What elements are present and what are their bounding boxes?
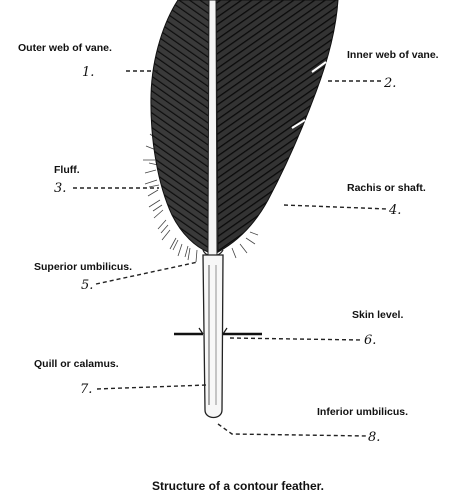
- label-5-text: Superior umbilicus.: [34, 261, 132, 273]
- label-7-text: Quill or calamus.: [34, 358, 119, 370]
- label-2-text: Inner web of vane.: [347, 49, 439, 61]
- label-1-number: 1.: [82, 65, 94, 80]
- label-5-number: 5.: [81, 278, 93, 293]
- label-6-number: 6.: [364, 333, 376, 348]
- label-3-text: Fluff.: [54, 164, 80, 176]
- label-1: Outer web of vane. 1.: [18, 42, 112, 80]
- outer-web-of-vane-illustration: [151, 0, 209, 252]
- label-1-text: Outer web of vane.: [18, 42, 112, 54]
- inner-web-of-vane-illustration: [216, 0, 338, 252]
- label-2: Inner web of vane. 2.: [347, 49, 439, 91]
- label-4-text: Rachis or shaft.: [347, 182, 426, 194]
- label-7: Quill or calamus. 7.: [34, 358, 119, 397]
- label-4-number: 4.: [388, 203, 401, 218]
- label-2-number: 2.: [383, 76, 396, 91]
- label-4: Rachis or shaft. 4.: [347, 182, 426, 218]
- quill-illustration: [203, 255, 223, 418]
- label-8-text: Inferior umbilicus.: [317, 406, 408, 418]
- label-8: Inferior umbilicus. 8.: [317, 406, 408, 445]
- label-6: Skin level. 6.: [352, 309, 403, 348]
- label-3: Fluff. 3.: [54, 164, 80, 196]
- label-3-number: 3.: [54, 181, 66, 196]
- figure-caption: Structure of a contour feather.: [152, 479, 324, 493]
- rachis-illustration: [208, 0, 217, 255]
- label-7-number: 7.: [80, 382, 92, 397]
- label-6-text: Skin level.: [352, 309, 403, 321]
- label-5: Superior umbilicus. 5.: [34, 261, 132, 293]
- label-8-number: 8.: [368, 430, 380, 445]
